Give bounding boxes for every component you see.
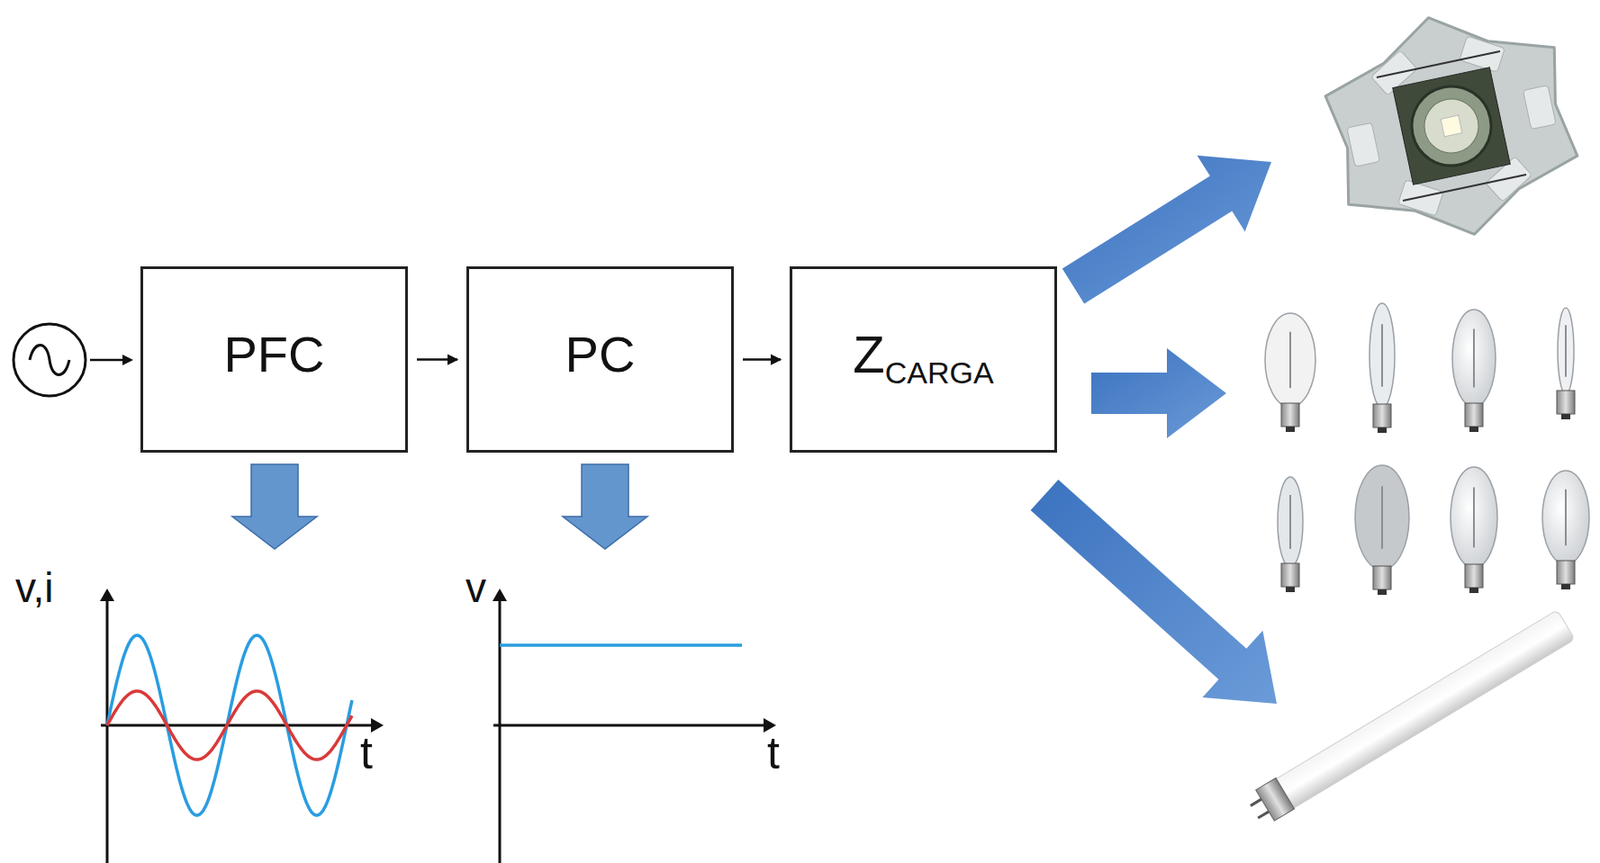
led-picture	[1313, 0, 1589, 259]
lamp	[1277, 477, 1303, 593]
axis-label: v,i	[15, 567, 55, 609]
flow-arrow	[416, 358, 458, 362]
axis-line	[106, 601, 109, 863]
lamp	[1369, 303, 1395, 434]
process-box: PFC	[140, 266, 408, 453]
box-title: Z	[852, 328, 885, 381]
lamps-picture	[1265, 303, 1590, 596]
box-subscript: CARGA	[885, 357, 995, 389]
lamp	[1452, 309, 1496, 433]
axis-label: t	[767, 731, 780, 777]
fluorescent-tube-picture	[1245, 609, 1576, 828]
voltage-wave	[107, 635, 353, 816]
box-label: PC	[565, 334, 636, 386]
lamp	[1355, 465, 1410, 596]
ac-source-symbol	[13, 324, 86, 397]
lamp	[1265, 313, 1316, 433]
axis-line	[498, 601, 502, 863]
box-label: ZCARGA	[852, 334, 994, 387]
lamp	[1556, 307, 1575, 420]
down-arrow	[562, 464, 648, 550]
output-arrow	[1030, 479, 1277, 705]
source-arrow	[90, 354, 134, 366]
current-wave	[107, 691, 353, 760]
output-arrow	[1091, 348, 1227, 439]
process-box: PC	[466, 266, 734, 453]
process-box: ZCARGA	[789, 266, 1058, 453]
axis-label: t	[360, 731, 373, 777]
flow-arrow	[742, 358, 781, 362]
axis-arrowhead	[370, 718, 384, 733]
axis-label: v	[465, 567, 487, 609]
box-label: PFC	[224, 334, 326, 386]
waveform-graphs	[99, 588, 777, 863]
down-arrow	[232, 464, 317, 550]
axis-arrowhead	[99, 588, 115, 602]
dc-voltage-line	[499, 643, 742, 648]
axis-line	[493, 724, 764, 728]
axis-arrowhead	[492, 588, 507, 602]
box-title: PFC	[224, 329, 326, 380]
box-title: PC	[565, 329, 636, 380]
output-arrow	[1062, 155, 1272, 305]
axis-line	[100, 724, 371, 728]
lamp	[1450, 467, 1498, 594]
lamp	[1542, 470, 1590, 590]
